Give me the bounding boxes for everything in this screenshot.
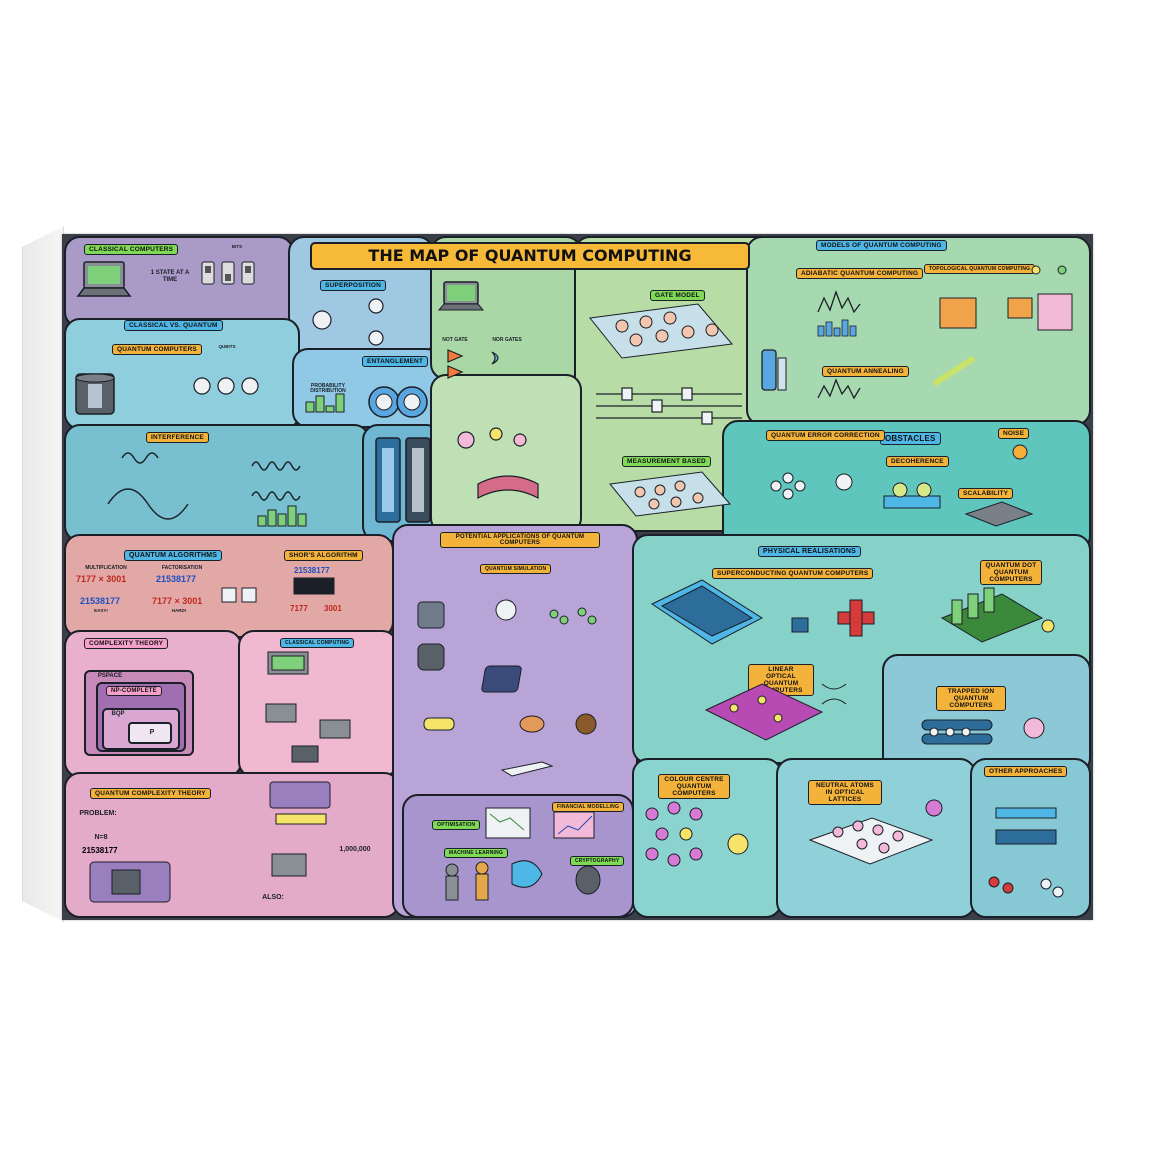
- probability-bars-icon: [305, 393, 345, 413]
- histogram-icon: [257, 505, 307, 527]
- text-n8: N=8: [94, 834, 108, 841]
- histogram-blue-icon: [817, 319, 857, 337]
- num-fact-a: 21538177: [156, 574, 197, 584]
- label-superposition: SUPERPOSITION: [320, 280, 387, 291]
- num-mult-b: 21538177: [80, 596, 121, 606]
- text-qubits: QUBITS: [218, 344, 236, 349]
- illustration-layer: [75, 261, 1073, 903]
- quantum-dot-icon: [940, 587, 1055, 643]
- label-classical-vs-quantum: CLASSICAL VS. QUANTUM: [124, 320, 223, 331]
- text-not-gate: NOT GATE: [442, 337, 468, 343]
- label-quantum-algorithms: QUANTUM ALGORITHMS: [124, 550, 223, 561]
- region-other: [970, 758, 1091, 918]
- text-problem: PROBLEM:: [79, 810, 117, 817]
- laptop-stack-icon: [265, 651, 351, 763]
- label-physical: PHYSICAL REALISATIONS: [758, 546, 862, 557]
- text-bits: BITS: [231, 244, 243, 249]
- label-entanglement: ENTANGLEMENT: [362, 356, 429, 367]
- label-annealing: QUANTUM ANNEALING: [822, 366, 909, 377]
- text-multiplication: MULTIPLICATION: [85, 565, 127, 571]
- label-scalability: SCALABILITY: [958, 488, 1014, 499]
- label-adiabatic: ADIABATIC QUANTUM COMPUTING: [796, 268, 924, 279]
- label-qct: QUANTUM COMPLEXITY THEORY: [90, 788, 211, 799]
- label-classical-computing: CLASSICAL COMPUTING: [280, 638, 355, 648]
- label-applications: POTENTIAL APPLICATIONS OF QUANTUM COMPUT…: [440, 532, 600, 548]
- other-approach-icon: [988, 807, 1064, 898]
- label-error-correction: QUANTUM ERROR CORRECTION: [766, 430, 885, 441]
- gate-symbol-icon: [447, 349, 499, 379]
- label-machine-learning: MACHINE LEARNING: [444, 848, 509, 858]
- label-superconducting: SUPERCONDUCTING QUANTUM COMPUTERS: [712, 568, 874, 579]
- particle-icon: [457, 427, 539, 499]
- text-nor-gates: NOR GATES: [492, 337, 522, 343]
- region-trapped-ion: [882, 654, 1091, 774]
- label-other: OTHER APPROACHES: [984, 766, 1068, 777]
- optical-lattice-icon: [808, 799, 943, 865]
- ion-trap-icon: [921, 717, 1045, 745]
- label-quantum-simulation: QUANTUM SIMULATION: [480, 564, 552, 574]
- num-shor: 21538177: [294, 566, 330, 575]
- qct-device-icon: [89, 781, 331, 903]
- label-measurement: MEASUREMENT BASED: [622, 456, 711, 467]
- qubit-grid-icon: [589, 303, 733, 359]
- label-optimisation: OPTIMISATION: [432, 820, 481, 830]
- label-quantum-dot: QUANTUM DOT QUANTUM COMPUTERS: [980, 560, 1042, 585]
- num-n: 21538177: [82, 846, 118, 855]
- circuit-icon: [596, 387, 742, 425]
- num-shor-b: 3001: [324, 604, 342, 613]
- diamond-lattice-icon: [645, 801, 749, 867]
- label-complexity-theory: COMPLEXITY THEORY: [84, 638, 169, 649]
- text-probability: PROBABILITY DISTRIBUTION: [310, 383, 346, 394]
- block-cube-icon: [932, 265, 1073, 387]
- quantum-map-poster: THE MAP OF QUANTUM COMPUTING CLASSICAL C…: [62, 234, 1093, 920]
- optical-chip-icon: [704, 683, 847, 741]
- energy-graph-icon: [817, 290, 861, 400]
- bloch-column-icon: [375, 437, 431, 523]
- text-easy: EASY!: [94, 608, 108, 613]
- label-noise: NOISE: [998, 428, 1030, 439]
- num-shor-a: 7177: [290, 604, 308, 613]
- entangled-qubits-icon: [368, 386, 428, 418]
- algorithm-blocks-icon: [221, 577, 335, 603]
- bit-switch-icon: [201, 261, 255, 285]
- text-factorisation: FACTORISATION: [161, 565, 203, 571]
- cylinder-device-icon: [761, 349, 787, 391]
- ml-figures-icon: [445, 860, 601, 901]
- box-p: P: [128, 722, 172, 744]
- page-title: THE MAP OF QUANTUM COMPUTING: [310, 242, 750, 270]
- label-cryptography: CRYPTOGRAPHY: [570, 856, 625, 866]
- measurement-grid-icon: [609, 471, 731, 517]
- map-chart-icon: [485, 807, 595, 839]
- label-classical-computers: CLASSICAL COMPUTERS: [84, 244, 179, 255]
- text-hard: HARD!: [171, 608, 187, 613]
- label-decoherence: DECOHERENCE: [886, 456, 949, 467]
- label-interference: INTERFERENCE: [146, 432, 209, 443]
- text-million: 1,000,000: [339, 846, 371, 853]
- superconducting-chip-icon: [650, 579, 875, 645]
- text-one-state: 1 STATE AT A TIME: [150, 270, 190, 283]
- obstacle-qubits-icon: [770, 444, 1034, 527]
- qubit-sphere-icon: [193, 298, 384, 395]
- label-gate-model: GATE MODEL: [650, 290, 705, 301]
- region-quantum-bits: [430, 374, 582, 534]
- label-trapped-ion: TRAPPED ION QUANTUM COMPUTERS: [936, 686, 1006, 711]
- label-models: MODELS OF QUANTUM COMPUTING: [816, 240, 947, 251]
- molecule-icon: [417, 599, 597, 777]
- laptop-icon: [76, 261, 132, 297]
- wave-icon: [107, 452, 301, 520]
- text-also: ALSO:: [262, 894, 284, 901]
- canvas-edge: [22, 226, 64, 922]
- label-quantum-computers: QUANTUM COMPUTERS: [112, 344, 202, 355]
- num-fact-b: 7177 × 3001: [152, 596, 203, 606]
- label-shors: SHOR'S ALGORITHM: [284, 550, 363, 561]
- label-colour-centre: COLOUR CENTRE QUANTUM COMPUTERS: [658, 774, 730, 799]
- quantum-computer-icon: [75, 373, 115, 415]
- num-mult-a: 7177 × 3001: [76, 574, 127, 584]
- label-neutral-atoms: NEUTRAL ATOMS IN OPTICAL LATTICES: [808, 780, 882, 805]
- gate-laptop-icon: [437, 281, 485, 311]
